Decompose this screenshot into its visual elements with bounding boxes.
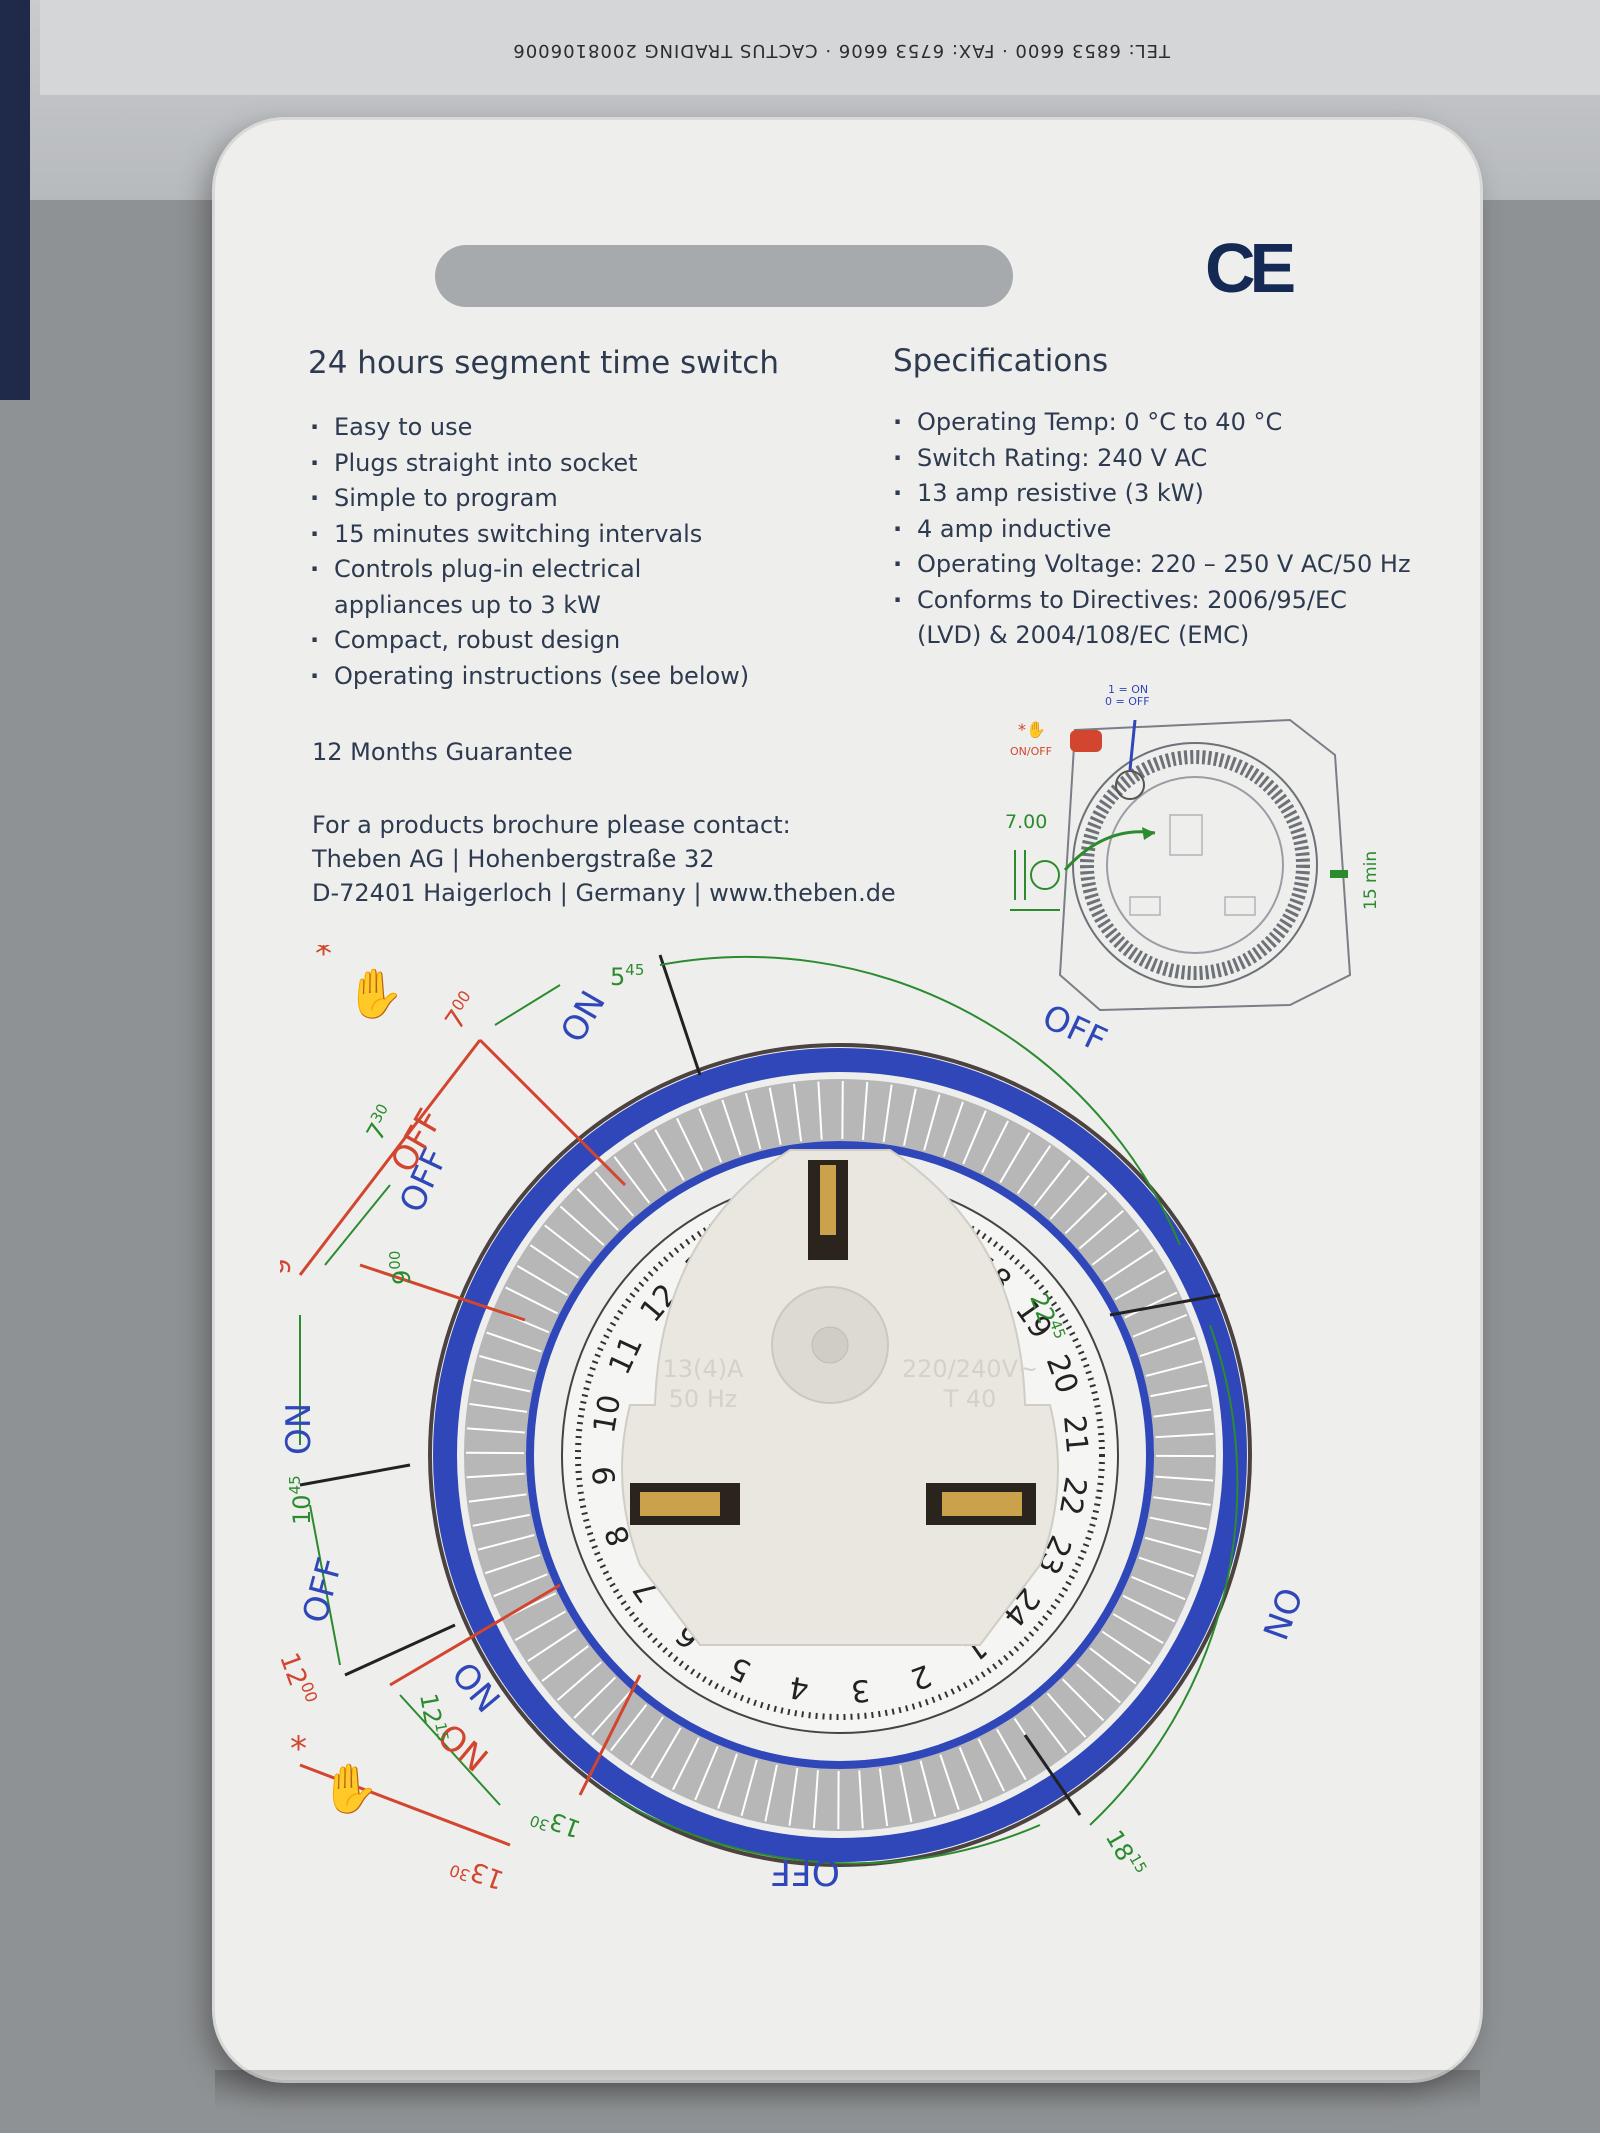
switch-legend-off: 0 = OFF bbox=[1105, 695, 1150, 708]
interval-label: 15 min bbox=[1361, 851, 1381, 910]
feature-item: Simple to program bbox=[310, 481, 749, 517]
manual-boundaries bbox=[359, 1038, 642, 1796]
hang-hole bbox=[435, 245, 1013, 307]
dial-inner-blue-band bbox=[526, 1141, 1154, 1769]
manual-hand-icon: *✋ bbox=[1018, 720, 1046, 739]
live-pin-brass bbox=[640, 1492, 720, 1516]
hour-label: 9 bbox=[587, 1465, 624, 1487]
hour-label: 10 bbox=[587, 1392, 628, 1436]
device-dial-outer bbox=[1072, 742, 1318, 988]
time-1815: 1815 bbox=[1100, 1824, 1151, 1882]
spec-item: Operating Voltage: 220 – 250 V AC/50 Hz bbox=[893, 547, 1411, 583]
device-manual-button bbox=[1070, 730, 1102, 752]
card-shadow bbox=[215, 2070, 1480, 2110]
specifications-list: Operating Temp: 0 °C to 40 °CSwitch Rati… bbox=[893, 405, 1411, 654]
feature-list: Easy to usePlugs straight into socketSim… bbox=[310, 410, 749, 694]
manual-hand-icon: * ✋ bbox=[290, 1729, 380, 1817]
spec-item: 13 amp resistive (3 kW) bbox=[893, 476, 1411, 512]
svg-text:✋: ✋ bbox=[320, 1761, 380, 1817]
contact-block: For a products brochure please contact: … bbox=[312, 808, 896, 910]
feature-item: Operating instructions (see below) bbox=[310, 659, 749, 695]
spec-item: (LVD) & 2004/108/EC (EMC) bbox=[917, 621, 1250, 649]
neutral-pin-brass bbox=[942, 1492, 1022, 1516]
feature-item: Plugs straight into socket bbox=[310, 446, 749, 482]
spec-item: Operating Temp: 0 °C to 40 °C bbox=[893, 405, 1411, 441]
time-pointer-arrow bbox=[1063, 830, 1156, 871]
device-live-pin bbox=[1129, 896, 1161, 916]
device-switch bbox=[1115, 770, 1145, 800]
background-blue-edge bbox=[0, 0, 30, 400]
clock-symbol-icon bbox=[1010, 850, 1060, 911]
on-label: ON bbox=[1254, 1582, 1309, 1645]
manual-time-900: 900 bbox=[280, 1238, 297, 1275]
manual-time-1330: 1330 bbox=[447, 1848, 508, 1896]
ce-mark: CE bbox=[1205, 229, 1296, 307]
svg-text:*: * bbox=[290, 1729, 307, 1769]
contact-line: For a products brochure please contact: bbox=[312, 811, 791, 839]
feature-item: Controls plug-in electrical bbox=[310, 552, 749, 588]
plug-face: 13(4)A 50 Hz 220/240V~ T 40 bbox=[621, 1149, 1059, 1646]
feature-item: appliances up to 3 kW bbox=[334, 590, 601, 619]
off-label: OFF bbox=[1036, 997, 1113, 1061]
dial-quarter-ticks bbox=[575, 1190, 1105, 1720]
time-arrowhead bbox=[1142, 827, 1155, 840]
segment-boundaries bbox=[299, 954, 1221, 1816]
hour-label: 21 bbox=[1056, 1414, 1094, 1455]
plug-rating-left-2: 50 Hz bbox=[669, 1385, 738, 1413]
device-dial-segments bbox=[1080, 750, 1310, 980]
off-label: OFF bbox=[770, 1851, 840, 1892]
switch-legend-on: 1 = ON bbox=[1108, 683, 1148, 696]
green-time-labels: 545 2245 730 900 1045 1215 1330 1815 bbox=[286, 961, 1151, 1882]
device-neutral-pin bbox=[1224, 896, 1256, 916]
time-7-label: 7.00 bbox=[1005, 811, 1047, 833]
manual-onoff-label: ON/OFF bbox=[1010, 745, 1052, 758]
time-1215: 1215 bbox=[414, 1691, 452, 1745]
time-1330: 1330 bbox=[527, 1800, 584, 1845]
off-label: OFF bbox=[295, 1553, 351, 1627]
plug-rating-right-1: 220/240V~ bbox=[902, 1355, 1038, 1383]
feature-item: Compact, robust design bbox=[310, 623, 749, 659]
feature-item: Easy to use bbox=[310, 410, 749, 446]
dial-segment-dividers bbox=[466, 1081, 1214, 1829]
device-diagram: 1 = ON 0 = OFF ON/OFF *✋ 7.00 15 min bbox=[1005, 683, 1381, 1012]
plug-rating-right-2: T 40 bbox=[943, 1385, 997, 1413]
dial-outer-edge bbox=[428, 1043, 1252, 1867]
manual-time-1200: 1200 bbox=[280, 1648, 322, 1709]
device-earth-pin bbox=[1169, 814, 1203, 856]
interval-marker bbox=[1330, 870, 1348, 878]
feature-item: 15 minutes switching intervals bbox=[310, 517, 749, 553]
manual-override-lines bbox=[298, 1039, 511, 1847]
device-dial-inner bbox=[1106, 776, 1284, 954]
spec-item: Conforms to Directives: 2006/95/EC bbox=[893, 583, 1411, 619]
time-900: 900 bbox=[386, 1251, 416, 1285]
manual-time-700: 700 bbox=[438, 987, 485, 1036]
contact-line: D-72401 Haigerloch | Germany | www.thebe… bbox=[312, 879, 896, 907]
specifications-title: Specifications bbox=[893, 343, 1109, 379]
svg-text:✋: ✋ bbox=[345, 966, 405, 1022]
on-label: ON bbox=[553, 984, 614, 1049]
switch-pointer-arrow bbox=[1128, 719, 1137, 771]
dial-blue-band bbox=[433, 1048, 1247, 1862]
svg-text:*: * bbox=[315, 945, 332, 974]
time-545: 545 bbox=[610, 961, 644, 991]
guarantee-text: 12 Months Guarantee bbox=[312, 738, 573, 766]
main-dial-diagram: 241234567891011121314151617181920212223 … bbox=[280, 945, 1309, 1896]
time-1045: 1045 bbox=[286, 1475, 316, 1525]
device-outline bbox=[1058, 718, 1352, 1012]
spec-item: Switch Rating: 240 V AC bbox=[893, 441, 1411, 477]
program-arcs bbox=[299, 955, 1239, 1865]
manual-hand-icon: * ✋ bbox=[315, 945, 405, 1022]
on-label: ON bbox=[280, 1403, 319, 1455]
hour-label: 3 bbox=[850, 1672, 872, 1709]
background-packaging bbox=[40, 0, 1600, 95]
contact-line: Theben AG | Hohenbergstraße 32 bbox=[312, 845, 715, 873]
spec-item: 4 amp inductive bbox=[893, 512, 1411, 548]
upside-down-header-text: TEL: 6853 6600 · FAX: 6753 6606 · CACTUS… bbox=[512, 40, 1170, 61]
earth-pin-brass bbox=[820, 1165, 836, 1235]
center-screw bbox=[811, 1326, 849, 1364]
plug-rating-left-1: 13(4)A bbox=[663, 1355, 745, 1383]
product-title: 24 hours segment time switch bbox=[308, 345, 779, 381]
